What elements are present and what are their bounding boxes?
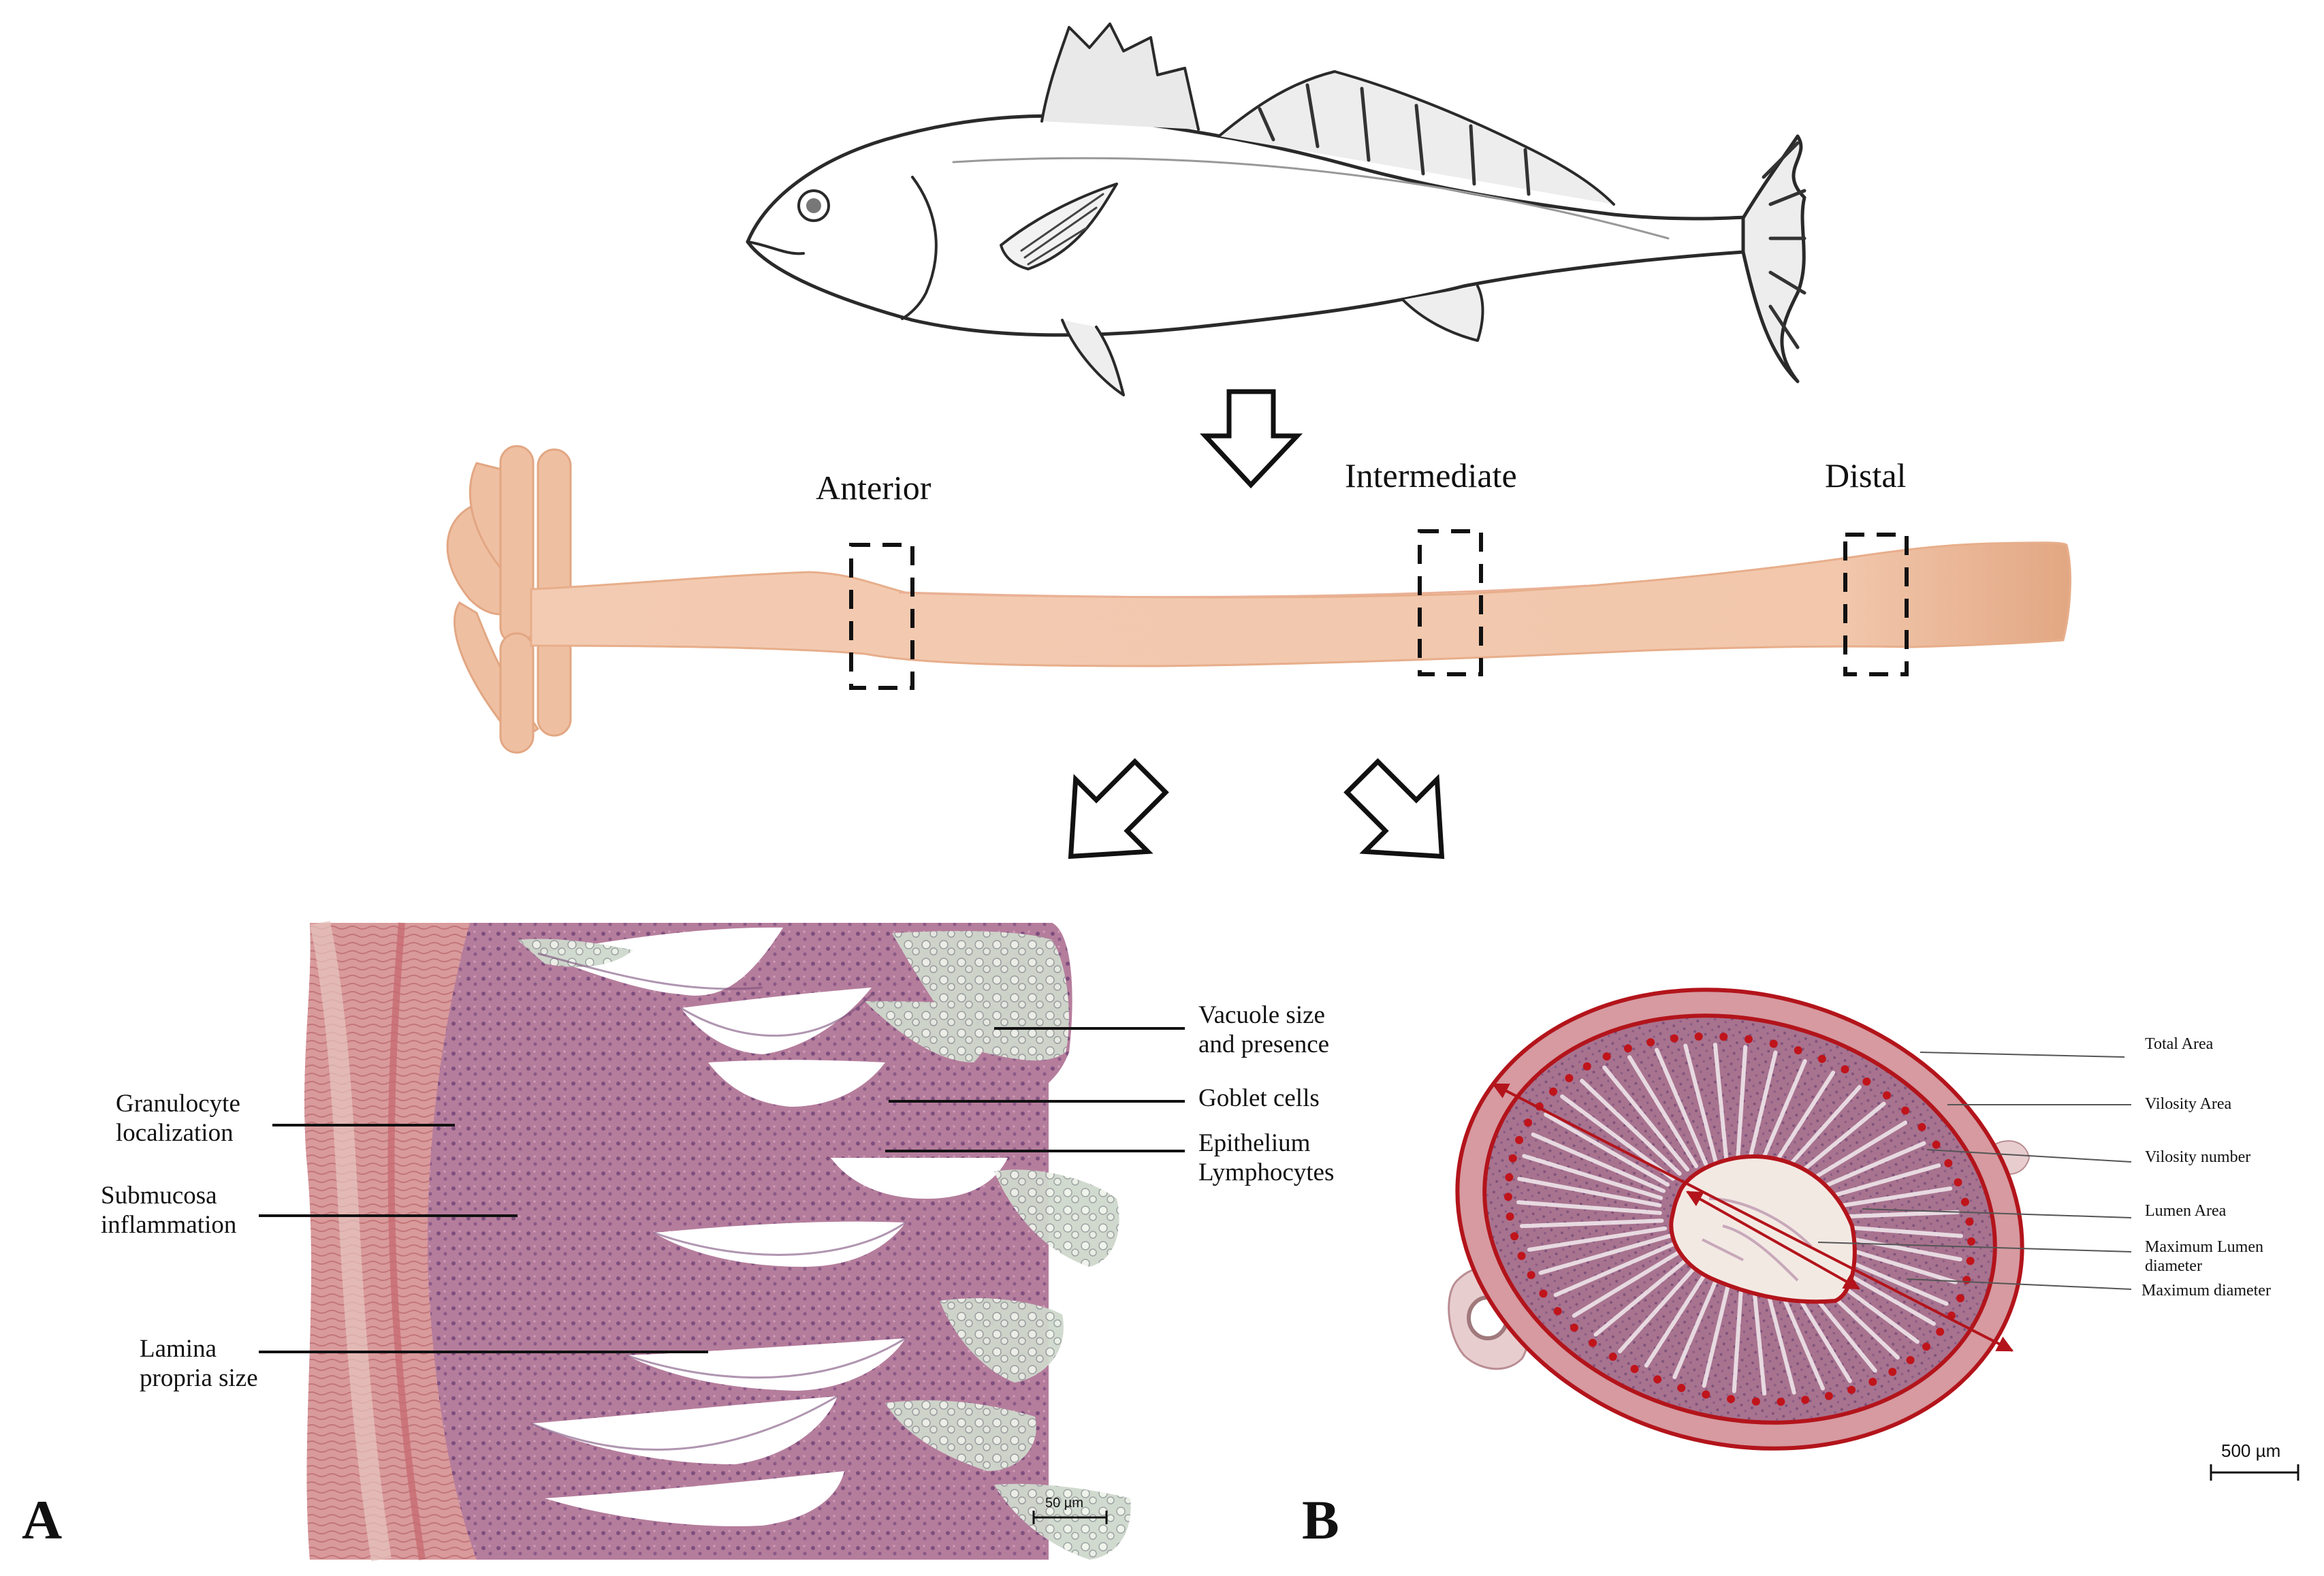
label-lumen-area: Lumen Area	[2145, 1202, 2227, 1220]
intermediate-sample-box	[1418, 529, 1483, 676]
label-maximum-lumen-diameter: Maximum Lumen diameter	[2145, 1238, 2263, 1275]
label-goblet-cells: Goblet cells	[1198, 1084, 1320, 1112]
vilosity-dot	[1653, 1375, 1662, 1384]
vilosity-dot	[1602, 1052, 1611, 1061]
vilosity-dot	[1888, 1368, 1897, 1376]
histology-panel-a	[300, 919, 1137, 1563]
vilosity-dot	[1883, 1091, 1892, 1100]
vilosity-dot	[1694, 1032, 1703, 1041]
intestine-tube	[530, 541, 2071, 667]
vilosity-dot	[1726, 1395, 1735, 1404]
vilosity-dot	[1847, 1385, 1856, 1394]
vilosity-dot	[1965, 1217, 1974, 1226]
vilosity-dot	[1906, 1355, 1915, 1364]
panel-letter-a: A	[22, 1489, 63, 1551]
anterior-sample-box	[849, 543, 914, 690]
distal-sample-box	[1843, 533, 1909, 676]
vilosity-dot	[1623, 1044, 1632, 1053]
down-left-arrow-icon	[1068, 758, 1169, 860]
label-maximum-diameter: Maximum diameter	[2142, 1282, 2271, 1299]
vilosity-dot	[1962, 1276, 1971, 1285]
vilosity-dot	[1515, 1135, 1524, 1144]
vilosity-dot	[1570, 1323, 1578, 1332]
vilosity-dot	[1506, 1212, 1514, 1221]
vilosity-dot	[1719, 1033, 1728, 1041]
panel-letter-b: B	[1302, 1489, 1339, 1551]
label-granulocyte-localization: Granulocyte localization	[116, 1090, 240, 1147]
vilosity-dot	[1751, 1397, 1760, 1406]
vilosity-dot	[1588, 1338, 1597, 1347]
scale-text-b: 500 µm	[2221, 1440, 2281, 1461]
vilosity-dot	[1917, 1122, 1926, 1131]
vilosity-dot	[1702, 1390, 1710, 1399]
vilosity-dot	[1510, 1232, 1519, 1241]
down-arrow-icon	[1199, 389, 1303, 489]
vilosity-dot	[1670, 1034, 1678, 1043]
vilosity-dot	[1922, 1342, 1930, 1351]
annotation-lines-a	[259, 1027, 1185, 1353]
scale-bar-b	[2210, 1464, 2299, 1481]
label-vacuole-size: Vacuole size and presence	[1198, 1001, 1330, 1058]
vilosity-dot	[1936, 1327, 1945, 1336]
vilosity-dot	[1944, 1159, 1953, 1167]
vilosity-dot	[1817, 1054, 1826, 1063]
vilosity-dot	[1901, 1106, 1910, 1115]
vilosity-dot	[1868, 1377, 1877, 1386]
intestine-diagram	[446, 445, 2071, 754]
vilosity-dot	[1646, 1038, 1655, 1047]
label-submucosa-inflammation: Submucosa inflammation	[101, 1182, 237, 1239]
label-vilosity-area: Vilosity Area	[2145, 1095, 2232, 1113]
scale-bar-a	[1032, 1511, 1108, 1524]
vilosity-dot	[1932, 1140, 1941, 1149]
vilosity-dot	[1960, 1197, 1969, 1206]
label-vilosity-number: Vilosity number	[2145, 1148, 2251, 1166]
vilosity-dot	[1508, 1154, 1517, 1163]
vilosity-dot	[1777, 1398, 1785, 1406]
maximum-lumen-diameter-arrow	[1685, 1191, 1861, 1290]
vilosity-dot	[1549, 1087, 1558, 1096]
vilosity-dot	[1862, 1077, 1871, 1086]
region-label-distal: Distal	[1825, 456, 1907, 494]
region-label-anterior: Anterior	[816, 469, 932, 507]
vilosity-dot	[1630, 1364, 1639, 1373]
vilosity-dot	[1505, 1173, 1514, 1182]
vilosity-dot	[1677, 1383, 1686, 1392]
vilosity-dot	[1967, 1237, 1976, 1246]
vilosity-dot	[1841, 1065, 1849, 1074]
vilosity-dot	[1794, 1046, 1802, 1055]
vilosity-dot	[1539, 1289, 1548, 1298]
vilosity-dot	[1769, 1039, 1778, 1048]
vilosity-dot	[1517, 1251, 1526, 1260]
label-epithelium-lymphocytes: Epithelium Lymphocytes	[1198, 1129, 1335, 1186]
process-arrows	[1068, 389, 1445, 860]
vilosity-dot	[1582, 1062, 1591, 1071]
vilosity-dot	[1553, 1307, 1562, 1316]
vilosity-dot	[1745, 1035, 1753, 1043]
fish-illustration	[746, 22, 1806, 396]
histology-panel-b	[1448, 988, 2299, 1481]
vilosity-dot	[1527, 1271, 1535, 1280]
vilosity-dot	[1824, 1391, 1833, 1400]
vilosity-dot	[1801, 1396, 1810, 1404]
down-right-arrow-icon	[1343, 758, 1445, 860]
label-lamina-propria-size: Lamina propria size	[140, 1335, 258, 1392]
vilosity-dot	[1565, 1074, 1574, 1083]
vilosity-dot	[1956, 1294, 1964, 1303]
vilosity-dot	[1524, 1118, 1533, 1127]
region-label-intermediate: Intermediate	[1345, 456, 1517, 494]
label-total-area: Total Area	[2145, 1035, 2214, 1053]
vilosity-dot	[1503, 1193, 1512, 1201]
vilosity-dot	[1954, 1178, 1962, 1187]
vilosity-dot	[1608, 1353, 1617, 1361]
vilosity-dot	[1966, 1257, 1975, 1265]
pyloric-caeca	[446, 445, 572, 754]
scale-text-a: 50 µm	[1045, 1496, 1083, 1511]
